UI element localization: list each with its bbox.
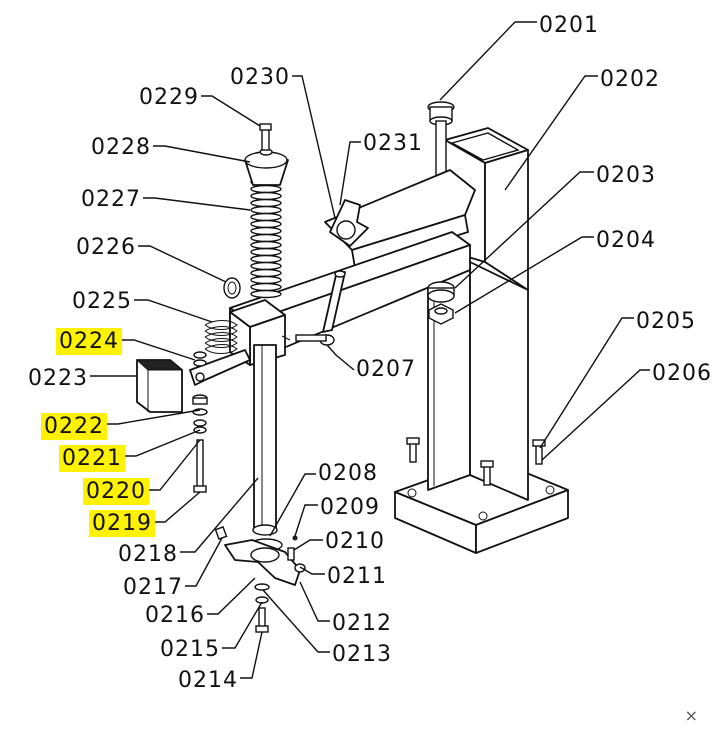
highlight-marker-0224 <box>56 328 122 355</box>
spring-coil <box>250 191 282 201</box>
vertical-shaft <box>249 344 283 552</box>
part-label-0212: 0212 <box>332 611 392 636</box>
highlight-marker-0220 <box>83 478 149 505</box>
washers <box>192 394 208 434</box>
small-spring <box>204 320 238 354</box>
part-label-0207: 0207 <box>356 357 416 382</box>
mount-foot <box>214 526 306 586</box>
part-label-0217: 0217 <box>123 575 183 600</box>
part-label-0201: 0201 <box>539 13 599 38</box>
part-label-0215: 0215 <box>160 637 220 662</box>
part-label-0203: 0203 <box>596 163 656 188</box>
part-label-0231: 0231 <box>363 131 423 156</box>
spring-coil <box>250 212 282 222</box>
spring-coil <box>250 282 282 292</box>
part-label-0226: 0226 <box>76 235 136 260</box>
spring-coil <box>250 275 282 285</box>
part-label-0220: 0220 <box>86 479 146 504</box>
highlight-marker-0221 <box>59 445 125 472</box>
part-label-0202: 0202 <box>600 67 660 92</box>
part-label-0204: 0204 <box>596 228 656 253</box>
spring-coil <box>250 205 282 215</box>
part-label-0216: 0216 <box>145 603 205 628</box>
spring-coil <box>250 198 282 208</box>
spring-coil <box>250 268 282 278</box>
rubber-pad <box>135 359 184 413</box>
part-label-0230: 0230 <box>230 65 290 90</box>
spring-cap <box>244 123 289 186</box>
clamp-bracket <box>189 349 251 386</box>
part-label-0224: 0224 <box>59 329 119 354</box>
part-label-0222: 0222 <box>44 414 104 439</box>
clamp-knob <box>329 199 369 247</box>
part-label-0225: 0225 <box>72 289 132 314</box>
column-post <box>427 127 529 501</box>
spring-coil <box>250 261 282 271</box>
spring-coil <box>250 219 282 229</box>
part-labels: 0201 0202 0203 0204 0205 0206 0207 0208 0209 0210… <box>28 13 712 693</box>
part-label-0213: 0213 <box>332 642 392 667</box>
part-label-0223: 0223 <box>28 366 88 391</box>
spring-coil <box>250 247 282 257</box>
spring-coil <box>250 254 282 264</box>
leader-lines <box>90 21 650 679</box>
foot-bolt <box>254 583 270 633</box>
part-label-0205: 0205 <box>636 309 696 334</box>
highlight-marker-0222 <box>41 413 107 440</box>
part-label-0218: 0218 <box>118 542 178 567</box>
part-label-0210: 0210 <box>325 529 385 554</box>
part-label-0214: 0214 <box>178 668 238 693</box>
anchor-bolts <box>406 437 546 486</box>
part-label-0219: 0219 <box>92 511 152 536</box>
part-label-0206: 0206 <box>652 361 712 386</box>
spring-coil <box>250 233 282 243</box>
o-ring <box>223 277 241 299</box>
part-label-0228: 0228 <box>91 135 151 160</box>
part-label-0211: 0211 <box>327 564 387 589</box>
spring-coil <box>250 226 282 236</box>
spring-coil <box>250 289 282 299</box>
part-label-0209: 0209 <box>320 495 380 520</box>
nut-washer <box>427 281 455 325</box>
part-label-0229: 0229 <box>139 85 199 110</box>
close-icon[interactable]: × <box>684 706 698 725</box>
spring-coil <box>250 240 282 250</box>
part-label-0208: 0208 <box>318 461 378 486</box>
spring <box>250 177 282 299</box>
long-bolt <box>193 439 207 493</box>
highlight-marker-0219 <box>89 510 155 537</box>
swing-arm <box>229 169 476 366</box>
part-label-0227: 0227 <box>81 187 141 212</box>
part-label-0221: 0221 <box>62 446 122 471</box>
spring-coil <box>250 184 282 194</box>
